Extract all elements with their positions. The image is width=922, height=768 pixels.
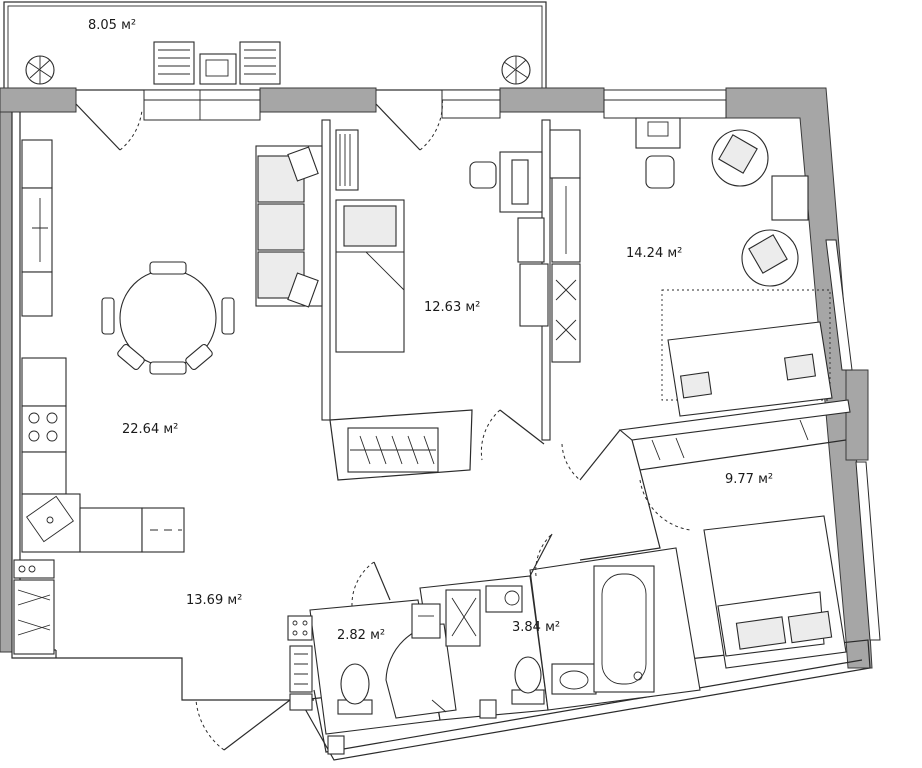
balcony-doors [75, 95, 443, 151]
balcony-furniture [25, 41, 531, 85]
laptop-icon [635, 117, 681, 149]
room-area-wc: 2.82 м² [337, 628, 386, 643]
potted-plant-icon [25, 55, 55, 85]
bathtub-icon [593, 565, 655, 693]
washing-machine-icon [485, 585, 523, 613]
room-area-balcony: 8.05 м² [88, 18, 137, 33]
newspaper-icon [199, 53, 237, 85]
interior-doors [195, 409, 691, 751]
wc-fixtures [327, 603, 457, 755]
outer-walls [0, 87, 873, 761]
lounge-chair-icon [153, 41, 195, 85]
bedroom-a-furniture [335, 129, 439, 473]
bathroom-fixtures [445, 565, 655, 719]
room-area-bedroom-b: 14.24 м² [626, 246, 683, 261]
sink-icon [551, 663, 597, 695]
shower-icon [385, 623, 457, 719]
bedroom-b-furniture [469, 117, 833, 417]
hall-furniture [287, 615, 313, 711]
room-area-living: 22.64 м² [122, 422, 179, 437]
sofa [255, 145, 323, 308]
potted-plant-icon [501, 55, 531, 85]
toilet-icon [511, 656, 545, 705]
room-area-bathroom: 3.84 м² [512, 620, 561, 635]
room-area-bedroom-c: 9.77 м² [725, 472, 774, 487]
toilet-icon [337, 663, 373, 715]
bedroom-c-furniture [651, 419, 847, 669]
lounge-chair-icon [239, 41, 281, 85]
room-area-hall: 13.69 м² [186, 593, 243, 608]
stove-icon [28, 412, 58, 442]
dining-table [101, 261, 235, 375]
room-area-bedroom-a: 12.63 м² [424, 300, 481, 315]
windows [143, 89, 881, 641]
kitchen-furniture [13, 139, 185, 655]
sink-icon [21, 493, 81, 553]
